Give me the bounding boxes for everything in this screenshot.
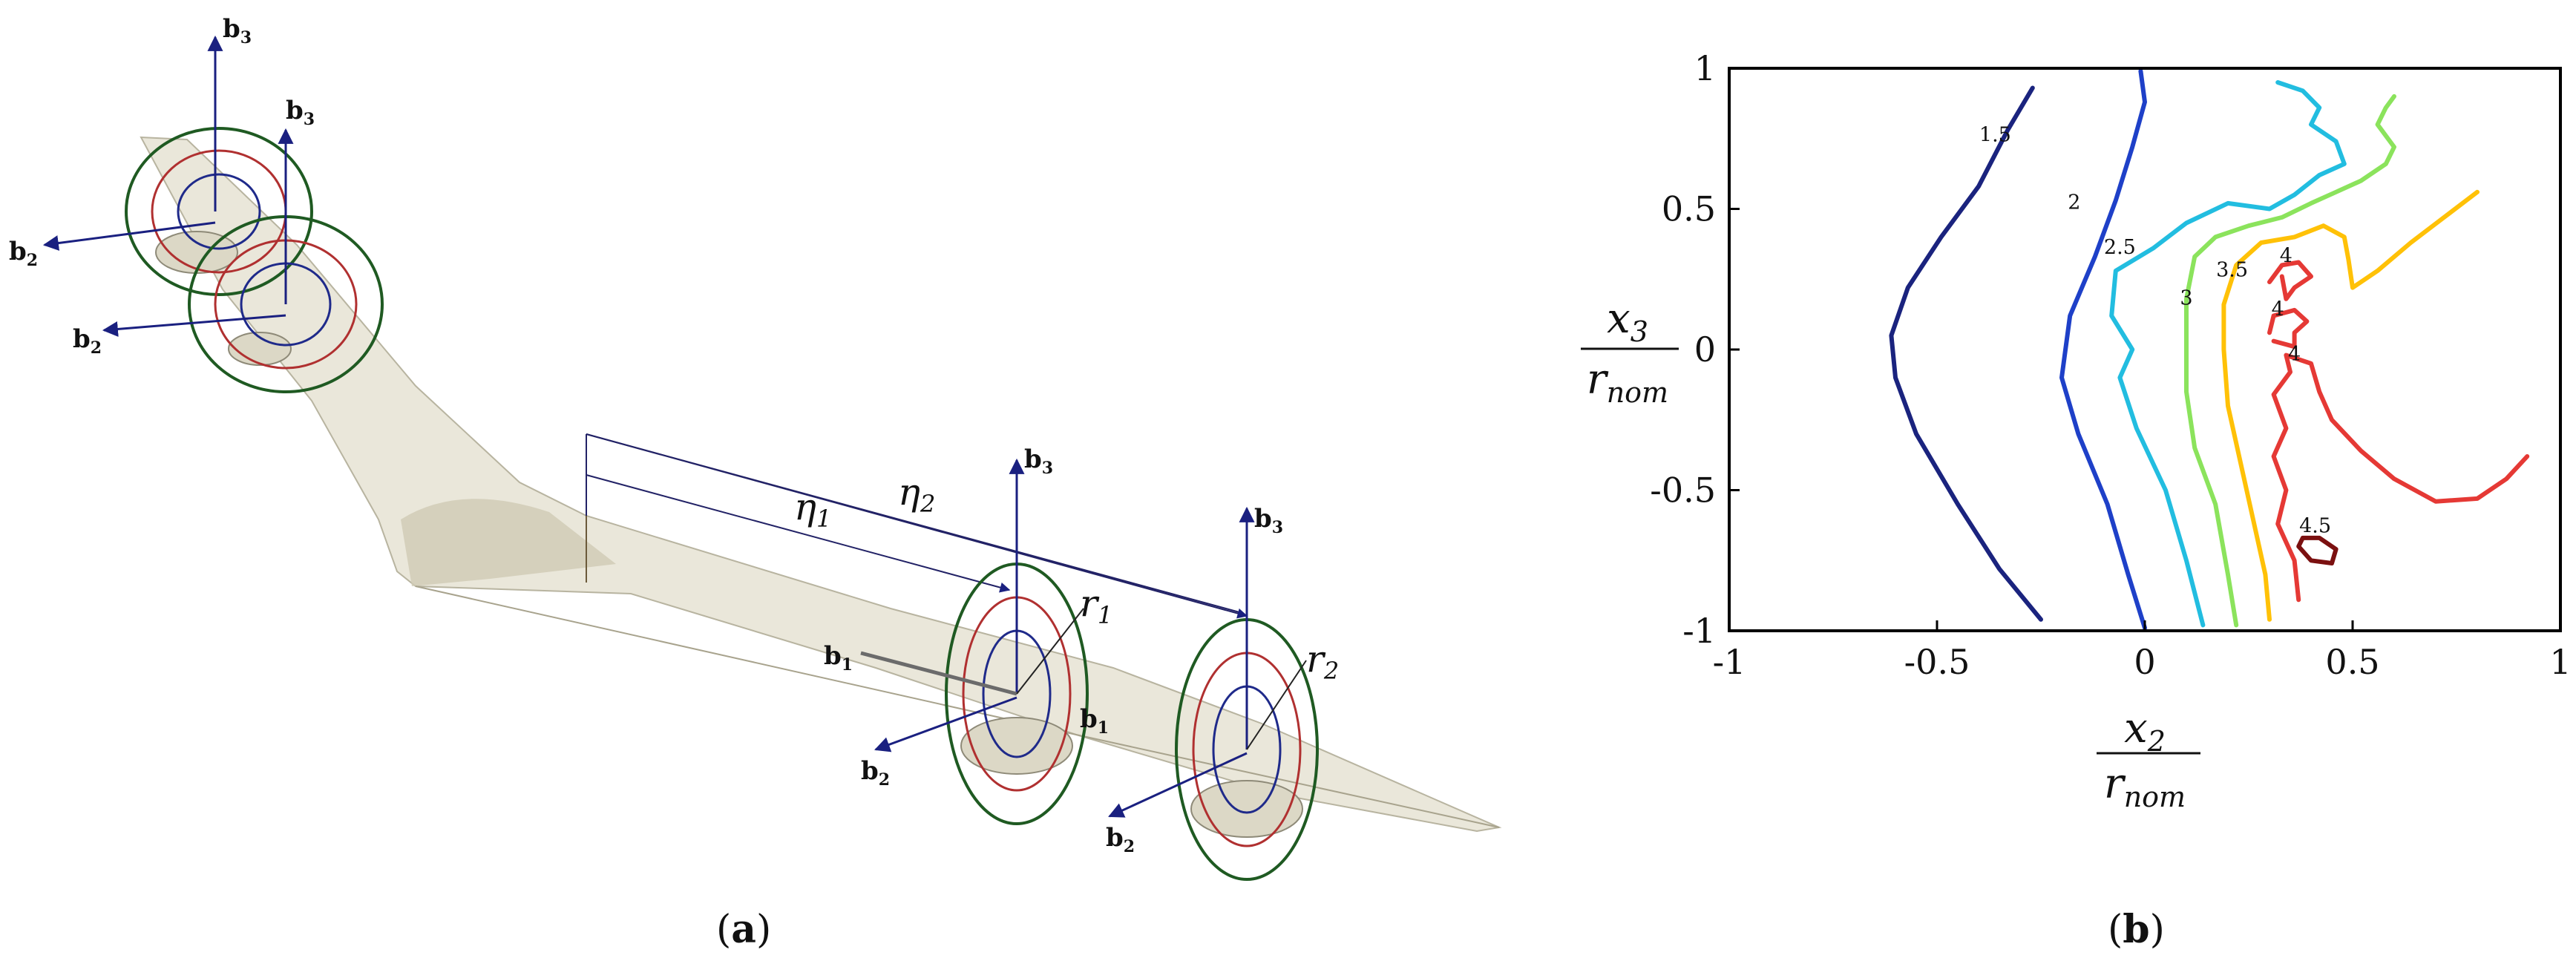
y-axis-label: x3 rnom [1581,295,1679,409]
contour-label: 4 [2288,343,2301,366]
b1-axis [860,651,1017,696]
y-tick-label: 0 [1694,329,1716,370]
engine-group-r1: b3 b2 b1 b1 r1 [824,445,1112,825]
panel-a-label: (a) [716,907,771,952]
nacelle [960,717,1073,775]
engine-group-r2: b3 b2 r2 [1106,504,1339,881]
panel-a-illustration: η1 η2 b3 b2 b3 b2 [9,14,1502,952]
b3-label: b3 [1024,445,1053,478]
contour-line-3 [2184,94,2396,628]
r1-label: r1 [1080,582,1112,629]
y-axis-label-numerator: x3 [1607,295,1648,348]
eta-dimension-lines [586,433,1248,619]
wing-body [140,136,1502,833]
r2-radius [1246,660,1307,750]
x-tick-label: -1 [1713,642,1746,682]
contour-line-2-5 [2109,80,2347,628]
b3-label: b3 [223,14,252,47]
inner-ring [177,173,261,250]
contour-lines [1889,68,2530,631]
b2-axis [1108,752,1248,818]
contour-line-3-5 [2221,189,2480,622]
contour-label: 4 [2280,245,2292,268]
x-axis-label-numerator: x2 [2124,704,2166,758]
contour-line-4 [2267,307,2310,350]
b1-label-right: b1 [1080,704,1109,738]
r1-radius [1016,608,1084,695]
contour-line-1-5 [1889,85,2043,622]
y-tick-label: 1 [1694,48,1716,88]
y-tick-label: 0.5 [1662,189,1716,229]
b3-label: b3 [286,96,315,129]
contour-line-4-5 [2296,535,2339,565]
b2-axis [102,314,286,337]
engine-group-top-1: b3 b2 [9,14,313,296]
wing-shading [401,499,616,586]
x-ticks: -1 -0.5 0 0.5 1 [1713,620,2572,682]
b2-label: b2 [861,756,890,790]
contour-label: 2 [2068,191,2080,214]
x-axis-label-denominator: rnom [2104,760,2186,813]
wing-trailing-edge [415,586,1500,828]
contour-label: 4.5 [2299,514,2331,537]
b2-label: b2 [9,237,38,270]
b2-axis [42,221,216,251]
y-ticks: 1 0.5 0 -0.5 -1 [1650,48,1740,651]
y-axis-label-denominator: rnom [1587,355,1668,409]
panel-b-label: (b) [2108,907,2165,952]
y-tick-label: -0.5 [1650,470,1716,511]
b2-axis [874,696,1017,752]
b2-label: b2 [1106,823,1135,856]
eta1-label: η1 [794,485,831,533]
b1-label-left: b1 [824,641,853,675]
y-tick-label: -1 [1682,611,1716,651]
x-tick-label: 0 [2134,642,2155,682]
contour-line-4 [2267,260,2313,301]
nacelle [1190,780,1303,838]
contour-label: 1.5 [1979,124,2011,147]
contour-line-4 [2271,352,2530,603]
plot-frame [1728,67,2562,632]
eta2-label: η2 [898,470,935,518]
contour-line-2 [2059,68,2147,631]
contour-label: 3.5 [2216,258,2248,281]
b2-label: b2 [73,324,102,358]
x-tick-label: 0.5 [2325,642,2379,682]
x-axis-label: x2 rnom [2097,704,2200,813]
contour-label: 4 [2272,298,2284,321]
outer-ring [125,127,313,296]
x-tick-label: -0.5 [1904,642,1970,682]
engine-group-top-2: b3 b2 [73,96,384,393]
contour-label: 2.5 [2104,236,2136,259]
r2-label: r2 [1306,637,1339,685]
contour-label: 3 [2180,286,2192,309]
b3-label: b3 [1254,504,1283,537]
x-tick-label: 1 [2549,642,2571,682]
